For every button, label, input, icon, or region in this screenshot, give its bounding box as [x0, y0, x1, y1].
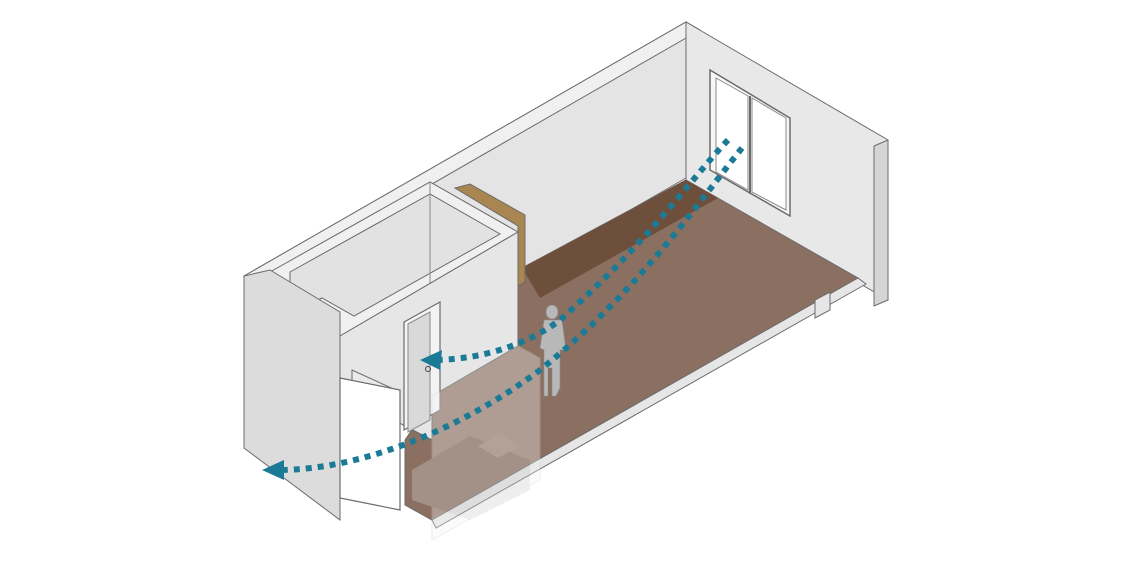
floor-shadow — [522, 180, 718, 298]
bathroom-pod — [243, 181, 520, 521]
entrance-door-leaf — [339, 377, 401, 511]
floor-step — [814, 291, 831, 319]
open-entrance-door — [339, 369, 401, 511]
floor-ledge — [431, 277, 867, 529]
bathroom-door — [403, 300, 441, 433]
person-figure — [539, 304, 567, 397]
airflow-path-to-bathroom — [420, 137, 731, 370]
airflow-path-to-entrance — [262, 146, 745, 480]
glass-partition — [412, 345, 541, 541]
window-wall-edge — [873, 139, 889, 307]
wood-panel — [453, 183, 526, 287]
airflow-arrow-icon — [420, 350, 442, 370]
sliding-window — [709, 68, 791, 218]
door-handle-icon — [425, 366, 431, 372]
airflow-arrow-icon — [262, 460, 284, 480]
